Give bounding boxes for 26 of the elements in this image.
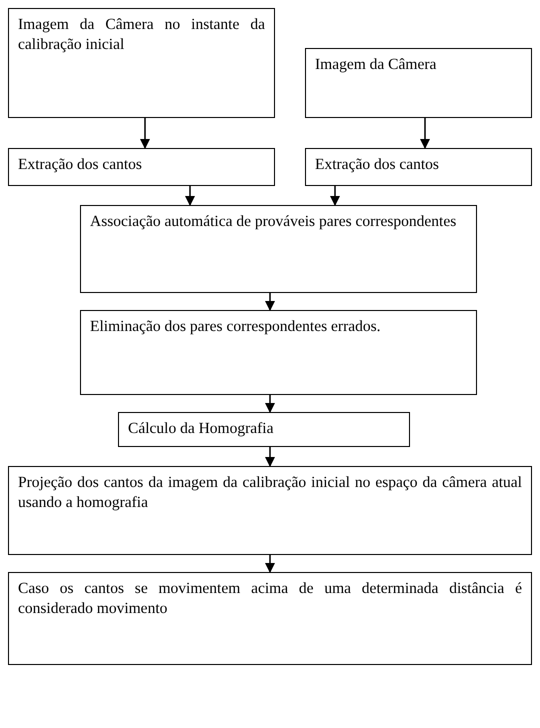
- process-box: [8, 572, 532, 665]
- arrow: [265, 555, 275, 573]
- process-box: [305, 48, 532, 118]
- process-box: [8, 8, 275, 118]
- process-box: [118, 412, 410, 447]
- arrow: [185, 186, 195, 206]
- arrow: [420, 118, 430, 149]
- process-box: [305, 148, 532, 186]
- arrow: [140, 118, 150, 149]
- box-text: Cálculo da Homografia: [128, 419, 274, 439]
- box-text: Caso os cantos se movimentem acima de uma determinada distância é considerado movimento: [18, 579, 522, 620]
- process-box: [80, 310, 477, 395]
- arrow: [265, 395, 275, 413]
- arrow: [265, 447, 275, 467]
- box-text: Extração dos cantos: [315, 155, 440, 175]
- box-text: Eliminação dos pares correspondentes errados.: [90, 317, 382, 337]
- box-text: Imagem da Câmera: [315, 55, 438, 75]
- box-text: Projeção dos cantos da imagem da calibração inicial no espaço da câmera atual usando a homografia: [18, 473, 522, 514]
- box-text: Imagem da Câmera no instante da calibração inicial: [18, 15, 265, 56]
- process-box: [8, 148, 275, 186]
- arrow: [330, 186, 340, 206]
- process-box: [80, 205, 477, 293]
- box-text: Associação automática de prováveis pares correspondentes: [90, 212, 458, 232]
- arrow: [265, 293, 275, 311]
- box-text: Extração dos cantos: [18, 155, 143, 175]
- process-box: [8, 466, 532, 555]
